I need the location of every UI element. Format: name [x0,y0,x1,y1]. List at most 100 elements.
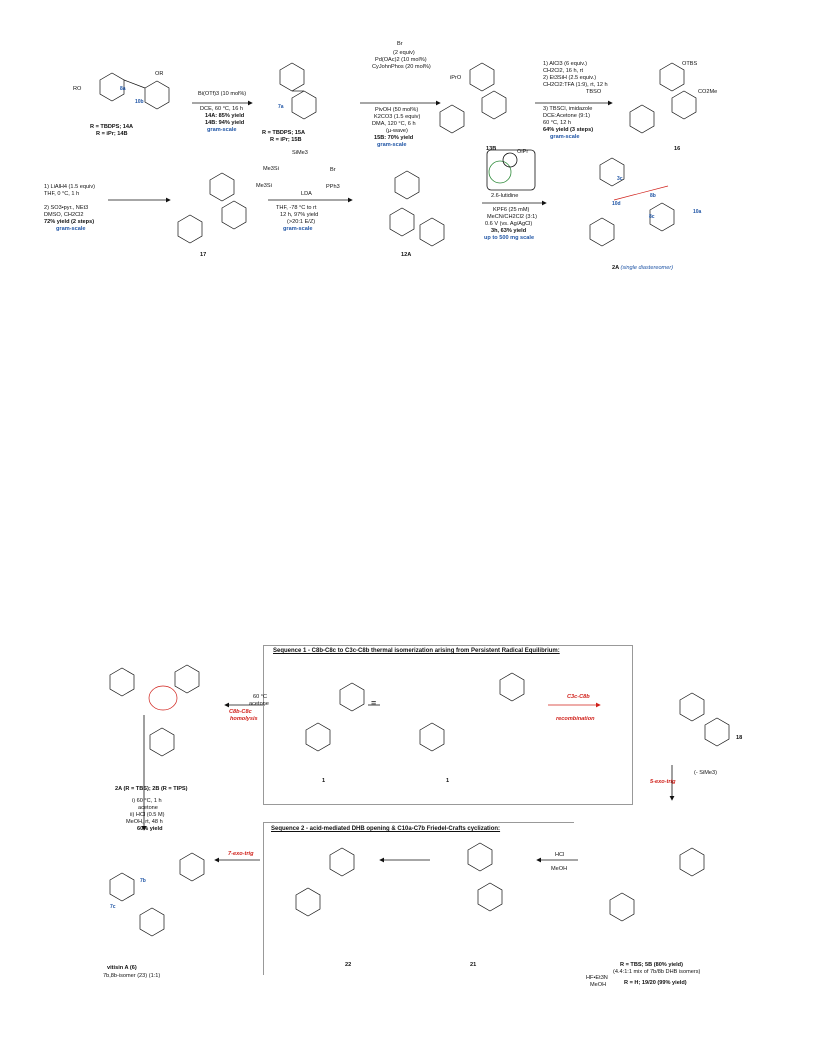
molecule-1b [419,672,525,752]
product-1920-label: R = H; 19/20 (99% yield) [624,980,687,986]
compound-15b-label: R = iPr; 15B [270,137,302,143]
step1-yield-14b: 14B: 94% yield [205,120,245,126]
hcl-label-2: MeOH [551,866,568,872]
molecule-15 [279,62,317,120]
molecule-21 [467,842,503,912]
atom-7b: 7b [140,878,146,884]
equiv-sign: ≡ [371,698,377,708]
step5-line2: THF, -78 °C to rt [276,205,317,211]
compound-14a-label: R = TBDPS; 14A [90,124,134,130]
oipr-label: OiPr [517,149,529,155]
step4-line1: 1) LiAlH4 (1.5 equiv) [44,184,95,190]
hcl-label-1: HCl [555,852,565,858]
atom-7c: 7c [110,904,116,910]
step4-scale: gram-scale [56,226,86,232]
compound-2a-note: (single diastereomer) [620,265,674,271]
acid-step-1: i) 60 °C, 1 h [132,798,162,804]
otbs-label: OTBS [682,61,698,67]
step4-line3: 2) SO3•pyr., NEt3 [44,205,89,211]
step1-conditions: DCE, 60 °C, 16 h [200,106,243,112]
molecule-16 [629,62,697,134]
br-label: Br [397,41,403,47]
cell-lutidine: 2.6-lutidine [491,193,519,199]
molecule-2a-lower [109,664,200,757]
step2-line2: Pd(OAc)2 (10 mol%) [375,57,427,63]
molecule-18 [679,692,730,747]
tms-loss-label: (- SiMe3) [694,770,717,776]
step3-line5: 3) TBSCl, imidazole [543,106,593,112]
step2-line6: DMA, 120 °C, 6 h [372,121,416,127]
step5-line4: (>20:1 E/Z) [287,219,316,225]
step6-line3: 0.6 V (vs. Ag/AgCl) [485,221,533,227]
wittig-pph3: PPh3 [326,184,340,190]
molecule-12a [389,170,445,247]
wittig-tms1: SiMe3 [292,150,308,156]
compound-1a-label: 1 [322,778,326,784]
atom-3c: 3c [617,176,623,182]
vitisin-name: vitisin A (6) [107,965,137,971]
step4-line2: THF, 0 °C, 1 h [44,191,80,197]
step5-scale: gram-scale [283,226,313,232]
step2-line4: PivOH (50 mol%) [375,107,419,113]
step3-line3: 2) Et3SiH (2.5 equiv.) [543,75,597,81]
heat-label-2: acetone [249,701,269,707]
electrochem-cell-icon [486,149,536,191]
sequence-2-title: Sequence 2 - acid-mediated DHB opening &… [271,826,501,832]
compound-16-label: 16 [674,146,681,152]
acid-step-4: MeOH, rt, 48 h [126,819,163,825]
ipro-label: iPrO [450,75,462,81]
meoh-label: MeOH [590,982,607,988]
step4-yield: 72% yield (2 steps) [44,219,95,225]
step3-line2: CH2Cl2, 16 h, rt [543,68,584,74]
step2-line7: (µ-wave) [386,128,408,134]
molecule-14 [99,72,170,110]
atom-10b: 10b [135,99,144,105]
vitisin-label: vitisin A (6) [107,965,137,972]
step2-line3: CyJohnPhos (20 mol%) [372,64,431,70]
atom-8c: 8c [649,214,655,220]
sequence-1-title: Sequence 1 - C8b-C8c to C3c-C8b thermal … [273,648,560,654]
compound-12a-label: 12A [401,252,412,258]
step3-line6: DCE:Acetone (9:1) [543,113,590,119]
step4-line4: DMSO, CH2Cl2 [44,212,84,218]
step3-line1: 1) AlCl3 (6 equiv.) [543,61,588,67]
sequence-2-frame [263,822,574,975]
atom-8b: 8b [650,193,656,199]
step3-scale: gram-scale [550,134,580,140]
molecule-2a [589,157,675,247]
molecule-5b [609,847,705,922]
homolysis-label-1: C8b-C8c [229,709,252,715]
step2-yield: 15B: 70% yield [374,135,414,141]
acid-step-2: acetone [138,805,158,811]
recombination-label-2: recombination [556,716,595,722]
atom-7a: 7a [278,104,284,110]
compound-15a-label: R = TBDPS; 15A [262,130,306,136]
7-exo-trig-label: 7-exo-trig [228,851,254,857]
molecule-22 [295,847,355,917]
wittig-br: Br [330,167,336,173]
hf-label: HF•Et3N [586,975,608,981]
tbso-label: TBSO [586,89,602,95]
step6-scale: up to 500 mg scale [484,235,535,241]
step2-scale: gram-scale [377,142,407,148]
sequence-1-frame [263,645,633,805]
compound-17-label: 17 [200,252,207,258]
step2-line5: K2CO3 (1.5 equiv) [374,114,421,120]
step6-line1: KPF6 (25 mM) [493,207,530,213]
homolysis-label-2: homolysis [230,716,258,722]
or-label: OR [155,71,164,77]
compound-21-label: 21 [470,962,477,968]
atom-8a: 8a [120,86,126,92]
step2-line1: (2 equiv) [393,50,415,56]
step6-line2: MeCN/CH2Cl2 (3:1) [487,214,538,220]
compound-22-label: 22 [345,962,352,968]
step1-scale: gram-scale [207,127,237,133]
ro-label: RO [73,86,82,92]
wittig-tms3: Me3Si [256,183,272,189]
step5-line1: LDA [301,191,312,197]
molecule-1a [305,682,365,752]
acid-step-yield: 60% yield [137,826,163,832]
compound-13b-label: 13B [486,146,497,152]
atom-10d: 10d [612,201,621,207]
